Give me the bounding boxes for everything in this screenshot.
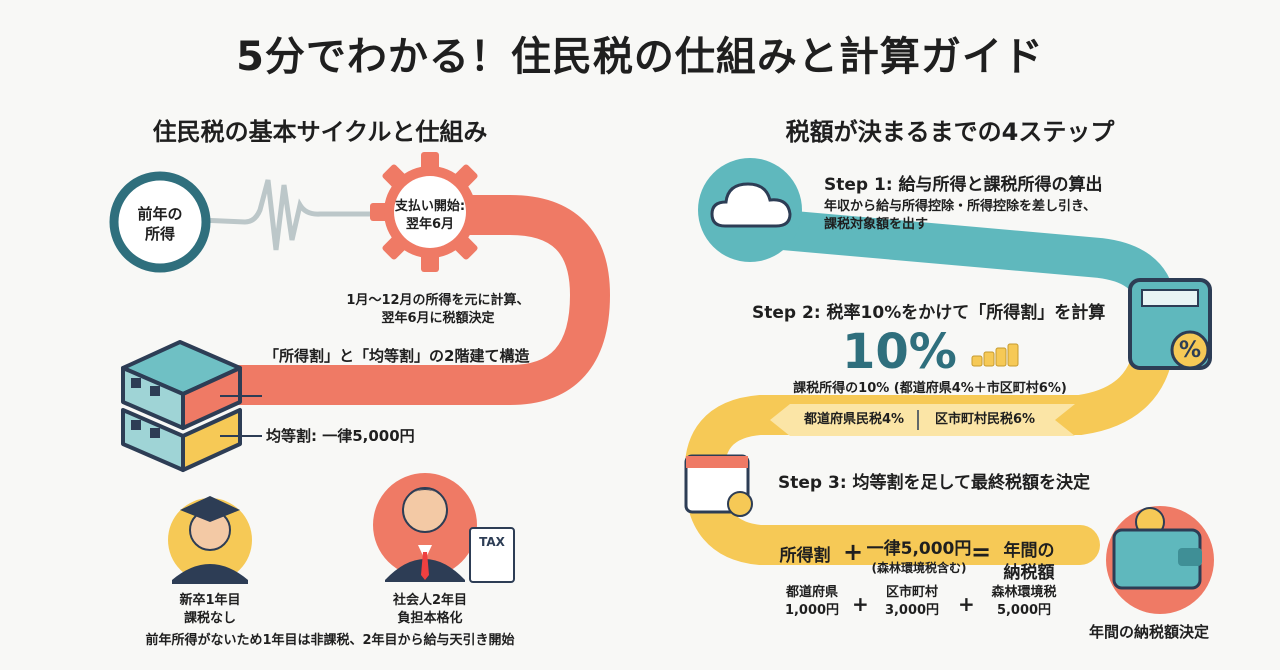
eq-equals: =: [970, 538, 992, 566]
prior-income-circle: [109, 171, 211, 273]
graduate-avatar: [168, 496, 252, 584]
percent-symbol: %: [1178, 338, 1202, 363]
eq-term-flat-note: (森林環境税含む): [871, 561, 967, 575]
breakdown-prefecture: 都道府県 1,000円: [784, 585, 840, 618]
left-heading: 住民税の基本サイクルと仕組み: [152, 118, 488, 146]
steps-road-yellow: [684, 320, 1175, 565]
structure-label: 「所得割」と「均等割」の2階建て構造: [264, 347, 530, 365]
gear-icon: [370, 152, 490, 272]
breakdown-forest: 森林環境税 5,000円: [991, 585, 1057, 618]
cycle-road: [160, 195, 611, 405]
eq-plus-1: +: [842, 538, 864, 566]
worker-avatar: [373, 473, 515, 583]
breakdown-plus-1: +: [852, 592, 869, 616]
income-wave-line: [199, 179, 380, 251]
equal-tax-label: 均等割: 一律5,000円: [266, 427, 415, 445]
step1-title: Step 1: 給与所得と課税所得の算出: [824, 175, 1103, 195]
eq-term-income: 所得割: [779, 546, 831, 566]
page-title: 5分でわかる！住民税の仕組みと計算ガイド: [236, 34, 1044, 80]
step2-title: Step 2: 税率10%をかけて「所得割」を計算: [752, 303, 1106, 323]
breakdown-municipal: 区市町村 3,000円: [884, 585, 940, 618]
building-icon: [121, 340, 262, 472]
breakdown-plus-2: +: [958, 592, 975, 616]
cloud-icon: [698, 158, 802, 262]
step1-desc: 年収から給与所得控除・所得控除を差し引き、 課税対象額を出す: [824, 199, 1097, 232]
calculator-icon: [1128, 278, 1212, 370]
eq-result: 年間の 納税額: [1003, 541, 1055, 583]
step3-title: Step 3: 均等割を足して最終税額を決定: [778, 473, 1091, 493]
steps-road-teal: [740, 208, 1175, 320]
prefectural-rate: 都道府県民税4%: [803, 412, 905, 427]
cycle-note: 1月〜12月の所得を元に計算、 翌年6月に税額決定: [346, 293, 530, 326]
step2-big-rate: 10%: [842, 324, 957, 380]
calendar-icon: [684, 454, 753, 517]
rate-banner: [770, 404, 1075, 436]
step2-note: 課税所得の10% (都道府県4%＋市区町村6%): [793, 381, 1067, 396]
municipal-rate: 区市町村民税6%: [934, 412, 1036, 427]
worker-label: 社会人2年目 負担本格化: [392, 593, 468, 626]
final-label: 年間の納税額決定: [1088, 623, 1209, 641]
coin-stack-icon: [971, 343, 1019, 367]
eq-term-flat: 一律5,000円: [866, 539, 972, 559]
footnote: 前年所得がないため1年目は非課税、2年目から給与天引き開始: [145, 633, 515, 648]
payment-start-label: 支払い開始: 翌年6月: [394, 199, 466, 232]
graduate-label: 新卒1年目 課税なし: [179, 593, 241, 626]
wallet-icon: [1106, 506, 1214, 614]
right-heading: 税額が決まるまでの4ステップ: [785, 118, 1115, 146]
prior-income-label: 前年の 所得: [137, 205, 183, 243]
tax-paper-label: TAX: [479, 535, 505, 549]
